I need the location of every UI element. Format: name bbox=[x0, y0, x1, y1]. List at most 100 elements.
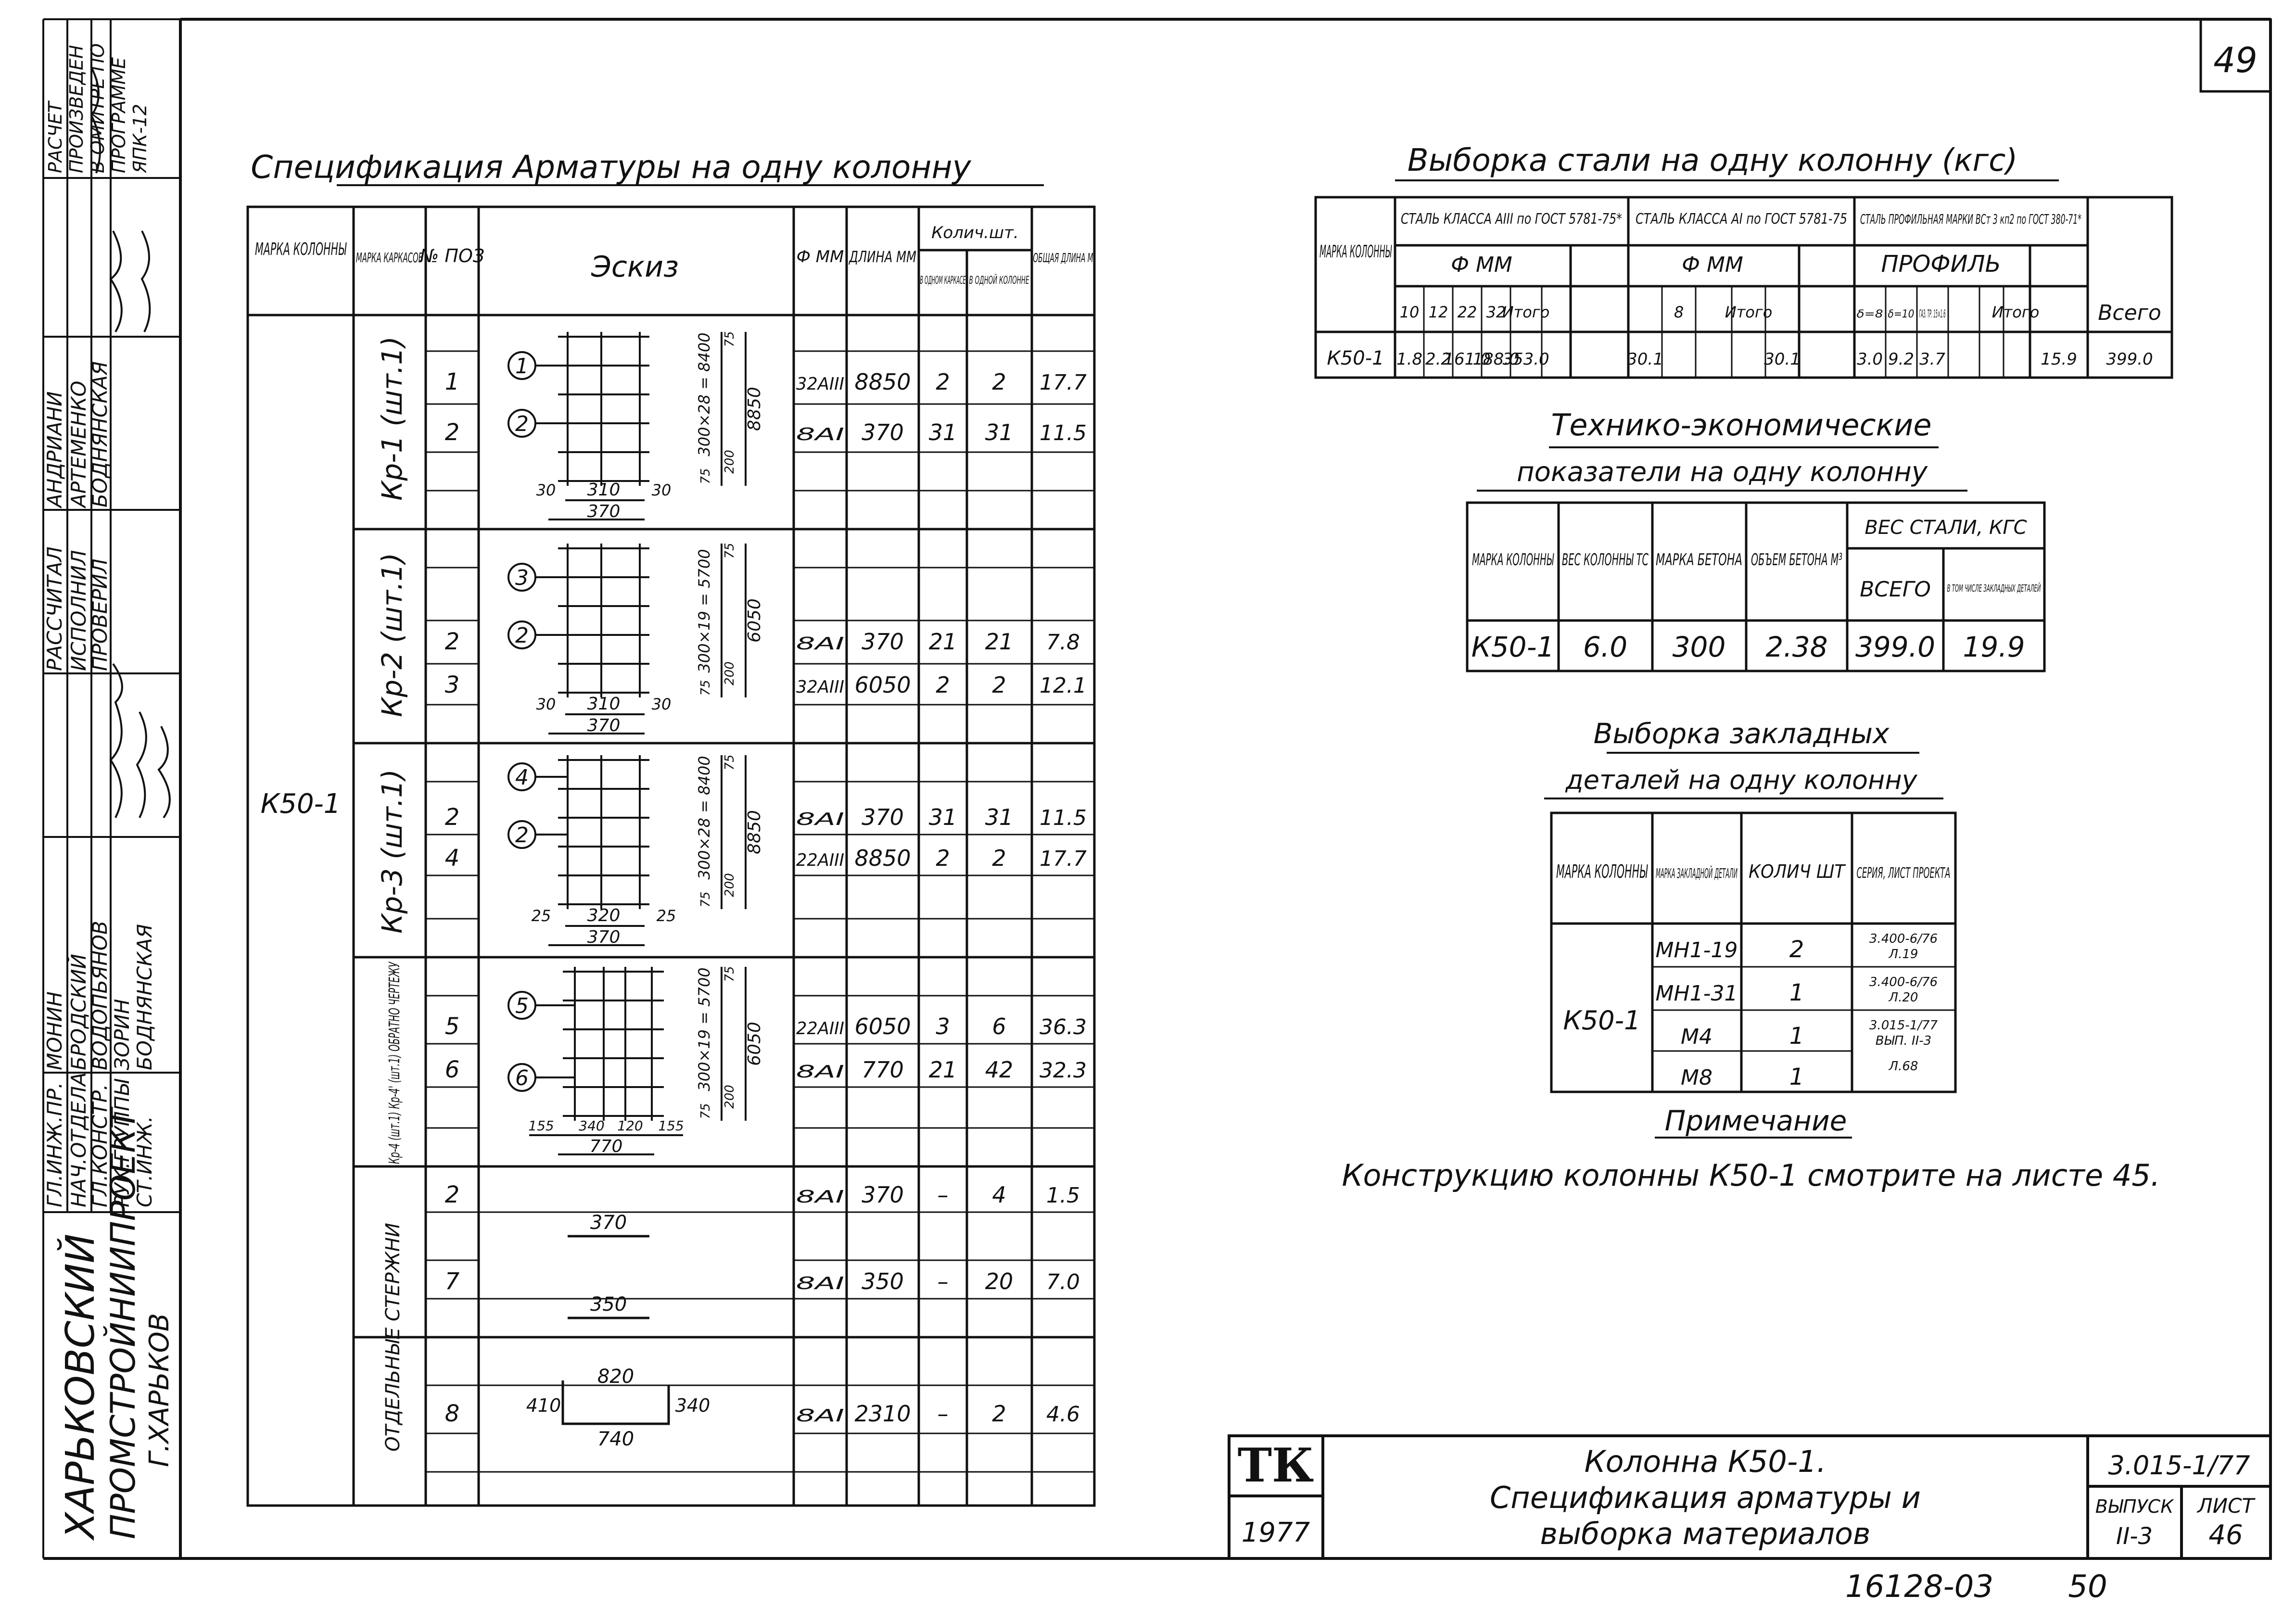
spec-cell-len: 770 bbox=[862, 1057, 904, 1083]
steel-subheader: 22 bbox=[1458, 303, 1477, 321]
tech-h-weight: ВЕС КОЛОННЫ ТС bbox=[1562, 550, 1649, 570]
bar8-bottom: 740 bbox=[597, 1428, 634, 1450]
k1-b4: 370 bbox=[587, 502, 621, 521]
hdr-total: ОБЩАЯ ДЛИНА М bbox=[1033, 251, 1093, 266]
steel-h-mark: МАРКА КОЛОННЫ bbox=[1319, 242, 1392, 262]
sheet-number: 49 bbox=[2213, 40, 2258, 80]
emb-series: Л.68 bbox=[1889, 1059, 1918, 1074]
group-separate: ОТДЕЛЬНЫЕ СТЕРЖНИ bbox=[382, 1223, 404, 1452]
k1-c1: 1 bbox=[515, 354, 529, 379]
k4-e3: 200 bbox=[723, 1085, 737, 1109]
steel-row-value: 399.0 bbox=[2106, 350, 2153, 369]
stamp-issue: II-3 bbox=[2116, 1523, 2153, 1550]
k3-e3: 200 bbox=[723, 873, 737, 897]
k2-e3: 200 bbox=[723, 661, 737, 685]
spec-cell-dia: 8AI bbox=[796, 425, 844, 444]
spec-cell-qty-column: 2 bbox=[992, 1401, 1006, 1427]
tech-h-steel: ВЕС СТАЛИ, КГС bbox=[1865, 517, 2027, 539]
bar8-top: 820 bbox=[597, 1366, 634, 1388]
calc-note-1: РАСЧЕТ bbox=[45, 100, 66, 173]
steel-h-sub3: ПРОФИЛЬ bbox=[1881, 251, 2001, 278]
name-5: БОДНЯНСКАЯ bbox=[133, 924, 156, 1070]
k4-b1: 155 bbox=[528, 1118, 554, 1134]
k2-dim2: 6050 bbox=[745, 598, 764, 643]
k4-c1: 5 bbox=[515, 994, 529, 1018]
tech-row-value: 2.38 bbox=[1765, 631, 1827, 663]
emb-qty: 1 bbox=[1789, 979, 1804, 1006]
spec-cell-qty-frame: – bbox=[938, 1268, 949, 1294]
group-kr2: Кр-2 (шт.1) bbox=[376, 553, 408, 717]
spec-cell-qty-column: 2 bbox=[992, 845, 1006, 871]
spec-cell-pos: 2 bbox=[445, 804, 460, 831]
tech-h-incl: В ТОМ ЧИСЛЕ ЗАКЛАДНЫХ ДЕТАЛЕЙ bbox=[1947, 582, 2041, 594]
tech-headers: МАРКА КОЛОННЫ ВЕС КОЛОННЫ ТС МАРКА БЕТОН… bbox=[1472, 517, 2041, 602]
sheet-frame bbox=[43, 18, 2272, 1560]
spec-cell-total: 17.7 bbox=[1040, 370, 1087, 395]
title-block bbox=[1228, 1434, 2272, 1560]
stamp-title-3: выборка материалов bbox=[1540, 1516, 1871, 1551]
name-4: ЗОРИН bbox=[110, 999, 134, 1070]
emb-detail-mark: М4 bbox=[1681, 1025, 1712, 1049]
side-panel: ХАРЬКОВСКИЙ ПРОМСТРОЙНИИПРОЕКТ Г.ХАРЬКОВ… bbox=[42, 18, 180, 1558]
spec-cell-dia: 8AI bbox=[796, 1062, 844, 1082]
k2-b4: 370 bbox=[587, 716, 621, 735]
steel-h-sub1: Ф ММ bbox=[1451, 253, 1512, 277]
bar7-len: 350 bbox=[590, 1293, 627, 1316]
spec-cell-qty-column: 42 bbox=[985, 1057, 1014, 1083]
spec-cell-total: 7.8 bbox=[1046, 630, 1080, 655]
spec-cell-qty-column: 6 bbox=[992, 1013, 1006, 1039]
emb-series: 3.400-6/76 bbox=[1869, 975, 1938, 989]
hdr-qty-frame: В ОДНОМ КАРКАСЕ bbox=[920, 275, 966, 287]
emb-sheet: Л.19 bbox=[1889, 947, 1918, 962]
k3-c1: 4 bbox=[515, 765, 529, 790]
spec-cell-qty-column: 2 bbox=[992, 369, 1006, 395]
k4-c2: 6 bbox=[515, 1066, 529, 1090]
steel-row-value: 3.7 bbox=[1919, 350, 1945, 369]
page-number: 50 bbox=[2068, 1569, 2107, 1605]
spec-cell-total: 11.5 bbox=[1040, 806, 1087, 830]
bar8-left: 410 bbox=[526, 1395, 561, 1416]
k1-c2: 2 bbox=[515, 412, 529, 436]
spec-cell-len: 370 bbox=[862, 1182, 904, 1208]
steel-row-value: 161.0 bbox=[1444, 350, 1490, 369]
spec-cell-total: 32.3 bbox=[1040, 1058, 1087, 1083]
sketch-kr3: 4 2 300×28 = 8400 8850 75 75 200 25 320 … bbox=[507, 754, 764, 947]
calc-note-3: В ОМИТРЕ ПО bbox=[87, 43, 108, 173]
role-5: СТ.ИНЖ. bbox=[133, 1116, 156, 1207]
k3-b1: 25 bbox=[532, 907, 551, 925]
steel-row-value: 1.8 bbox=[1396, 350, 1422, 369]
tech-row-value: 19.9 bbox=[1963, 631, 2025, 663]
group-kr4: Кр-4 (шт.1) Кр-4' (шт.1) ОБРАТНО ЧЕРТЕЖУ bbox=[386, 962, 403, 1164]
spec-cell-pos: 2 bbox=[445, 628, 460, 655]
spec-cell-qty-column: 2 bbox=[992, 672, 1006, 698]
hdr-len: ДЛИНА ММ bbox=[848, 248, 916, 266]
steel-subheader: Итого bbox=[1992, 303, 2040, 321]
role-3: ГЛ.КОНСТР. bbox=[88, 1084, 112, 1207]
spec-cell-pos: 1 bbox=[445, 368, 460, 395]
stamp-sheet: 46 bbox=[2208, 1519, 2243, 1551]
calc-note-4: ПРОГРАММЕ bbox=[108, 57, 129, 173]
hdr-dia: Ф ММ bbox=[797, 247, 844, 266]
emb-detail-mark: М8 bbox=[1681, 1065, 1712, 1090]
hdr-pos: № ПОЗ bbox=[419, 245, 484, 266]
k2-c2: 2 bbox=[515, 623, 529, 648]
tech-row-value: 6.0 bbox=[1583, 631, 1627, 663]
org-name-2: ПРОМСТРОЙНИИПРОЕКТ bbox=[103, 1106, 143, 1539]
k3-b3: 25 bbox=[657, 907, 676, 925]
k2-e1: 75 bbox=[723, 543, 737, 558]
k3-b4: 370 bbox=[587, 927, 621, 947]
name-1: МОНИН bbox=[43, 991, 66, 1070]
steel-row-value: 9.2 bbox=[1888, 350, 1914, 369]
steel-row-value: 30.1 bbox=[1627, 350, 1663, 369]
emb-title-1: Выборка закладных bbox=[1594, 717, 1890, 750]
k1-dim2: 8850 bbox=[745, 387, 764, 431]
group-kr1: Кр-1 (шт.1) bbox=[376, 336, 408, 501]
spec-cell-len: 370 bbox=[862, 629, 904, 655]
spec-cell-dia: 32AIII bbox=[796, 374, 844, 394]
spec-cell-len: 6050 bbox=[854, 672, 911, 698]
emb-headers: МАРКА КОЛОННЫ МАРКА ЗАКЛАДНОЙ ДЕТАЛИ КОЛ… bbox=[1556, 861, 1951, 882]
tech-title-1: Технико-экономические bbox=[1551, 407, 1932, 443]
steel-subheader: 8 bbox=[1674, 303, 1684, 321]
